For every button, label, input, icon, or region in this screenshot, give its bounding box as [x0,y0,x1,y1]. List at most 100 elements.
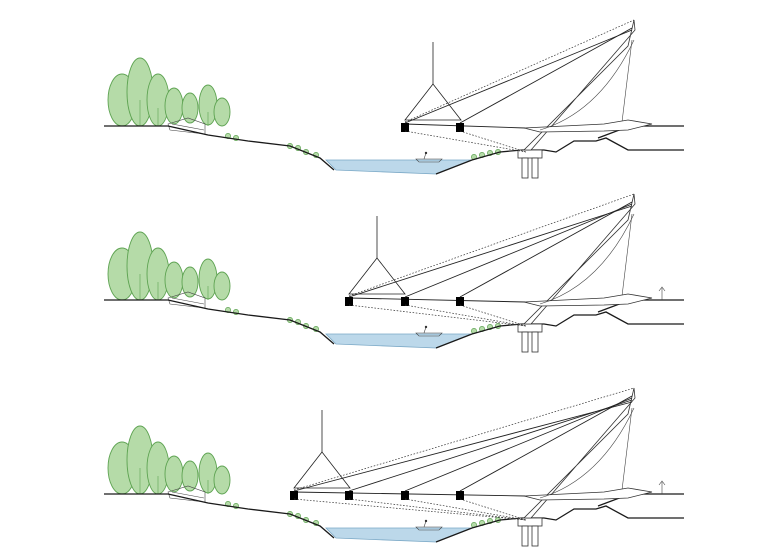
pier-column-right [531,331,539,353]
tree [213,465,231,495]
shrubs [225,307,501,334]
boat-hull [415,332,443,337]
stay-cable [459,27,633,124]
stay-cable [293,401,633,492]
boat-hull [415,158,443,163]
deck-segment-block [345,491,353,500]
stay-cable [348,399,633,492]
bridge-deck-fixed [523,293,653,307]
bank-structure [167,117,206,135]
boat-figure [424,519,428,523]
crane-hook-icon [293,410,351,489]
stay-cable [404,203,633,298]
tree [213,97,231,127]
level-marker-icon [658,480,666,494]
temporary-tie [459,498,527,521]
pylon-edge [539,407,635,499]
deck-segment-block [456,491,464,500]
bridge-deck-fixed [523,487,653,501]
bank-structure [167,291,206,309]
boat-icon [415,325,443,337]
pier-column-left [521,525,529,547]
tree-cluster [107,57,231,127]
deck-segment-block [345,297,353,306]
river-water [325,333,473,349]
temporary-tie [348,304,527,327]
right-bank-ground [435,505,684,543]
pylon-edge [539,39,635,131]
stay-cable [348,205,633,298]
pier-column-left [521,331,529,353]
hoist-sling [348,257,406,295]
crane-hook-icon [404,42,462,121]
left-bank-ground [104,493,335,539]
crane-hook-icon [348,216,406,295]
hoist-sling [293,451,351,489]
temporary-tie [404,130,527,153]
boat-icon [415,151,443,163]
right-bank-ground [435,137,684,175]
temporary-tie [293,498,527,521]
tree [181,266,199,298]
left-bank-ground [104,299,335,345]
river-water [325,159,473,175]
pier-cap [517,149,543,159]
shrubs [225,133,501,160]
shrubs [225,501,501,528]
bank-structure-line [171,491,205,499]
tree [164,455,184,493]
deck-segment-block [456,123,464,132]
temporary-stay [293,387,635,491]
inclined-pylon [523,193,636,325]
bridge-pier [517,149,543,179]
stay-cable [404,397,633,492]
deck-under-construction [348,297,526,303]
deck-segment-block [401,491,409,500]
inclined-pylon [523,387,636,519]
temporary-tie [348,498,527,521]
temporary-stay [348,193,635,297]
temporary-tie [404,498,527,521]
backstay-cable [621,407,633,491]
stay-cable [459,395,633,492]
deck-under-construction [293,491,526,497]
temporary-stay [404,19,635,123]
tree-cluster [107,425,231,495]
inclined-pylon [523,19,636,151]
tree [181,460,199,492]
boat-figure [424,325,428,329]
tree [164,261,184,299]
bridge-pier [517,517,543,547]
deck-under-construction [404,123,526,129]
pier-column-left [521,157,529,179]
level-marker-arrow [658,480,666,486]
tree [181,92,199,124]
temporary-tie [459,130,527,153]
deck-segment-block [456,297,464,306]
bridge-pier [517,323,543,353]
backstay-cable [621,39,633,123]
bank-structure-line [171,123,205,131]
level-marker-arrow [658,286,666,292]
boat-icon [415,519,443,531]
temporary-tie [459,304,527,327]
tree-cluster [107,231,231,301]
level-marker-icon [658,286,666,300]
bank-structure [167,485,206,503]
hoist-sling [404,83,462,121]
pier-column-right [531,525,539,547]
backstay-cable [621,213,633,297]
deck-segment-block [290,491,298,500]
river-water [325,527,473,543]
stage-2 [104,193,684,353]
boat-hull [415,526,443,531]
stage-1 [104,19,684,179]
right-bank-ground [435,311,684,349]
left-bank-ground [104,125,335,171]
tree [164,87,184,125]
pylon-edge [539,213,635,305]
pier-column-right [531,157,539,179]
tree [213,271,231,301]
stay-cable [459,201,633,298]
